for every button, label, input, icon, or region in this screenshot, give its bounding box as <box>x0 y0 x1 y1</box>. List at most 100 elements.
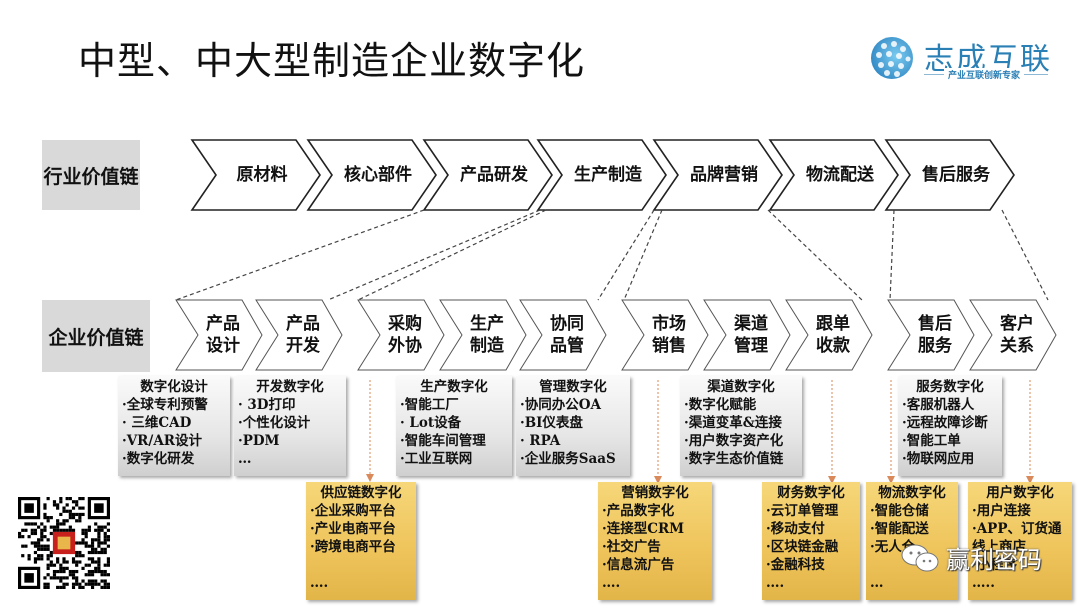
dashed-connector <box>175 209 425 301</box>
box-item: · 3D打印 <box>238 397 296 413</box>
box-title: 物流数字化 <box>878 485 946 501</box>
watermark-text: 赢利密码 <box>946 546 1042 574</box>
dashed-connector <box>767 209 863 301</box>
dashed-connector <box>623 209 663 301</box>
stage-line-2: 销售 <box>652 336 686 356</box>
enterprise-stage-label: 渠道管理 <box>722 300 780 370</box>
enterprise-stage-label: 协同品管 <box>538 300 596 370</box>
watermark: 赢利密码 <box>900 540 1042 575</box>
industry-stage-label: 核心部件 <box>344 165 412 185</box>
box-item: ·个性化设计 <box>238 415 311 431</box>
box-item: ….. <box>972 575 995 591</box>
industry-chevron <box>536 139 667 211</box>
box-item: ·智能仓储 <box>870 503 929 519</box>
dashed-connector <box>889 209 895 301</box>
box-item: ·连接型CRM <box>602 521 685 537</box>
box-item: ·工业互联网 <box>400 451 473 467</box>
box-item: ·跨境电商平台 <box>310 539 396 555</box>
stage-line-1: 售后 <box>918 314 952 334</box>
qr-code[interactable] <box>18 497 110 589</box>
enterprise-chain-label: 企业价值链 <box>42 300 150 372</box>
box-item: … <box>870 575 884 591</box>
enterprise-chevron <box>357 299 445 371</box>
globe-icon <box>871 37 913 79</box>
enterprise-chevron <box>785 299 873 371</box>
digitalization-box: 生产数字化·智能工厂· Lot设备·智能车间管理·工业互联网 <box>396 376 512 476</box>
enterprise-chevron <box>703 299 791 371</box>
stage-line-2: 收款 <box>816 336 850 356</box>
digitalization-box: 数字化设计·全球专利预警· 三维CAD·VR/AR设计·数字化研发 <box>118 376 230 476</box>
box-item: … <box>238 451 252 467</box>
industry-chevron <box>652 139 783 211</box>
stage-line-1: 采购 <box>388 314 422 334</box>
box-title: 财务数字化 <box>777 485 845 501</box>
box-item: ·金融科技 <box>766 557 825 573</box>
enterprise-stage-label: 采购外协 <box>376 300 434 370</box>
dashed-connector <box>1001 209 1049 301</box>
stage-line-1: 生产 <box>470 314 504 334</box>
enterprise-chevron <box>969 299 1057 371</box>
stage-line-1: 产品 <box>206 314 240 334</box>
box-item: ·区块链金融 <box>766 539 839 555</box>
box-item: ·信息流广告 <box>602 557 675 573</box>
box-item: ·云订单管理 <box>766 503 839 519</box>
box-item: ·智能工厂 <box>400 397 459 413</box>
box-item: ·智能车间管理 <box>400 433 486 449</box>
logo-tagline: 产业互联创新专家 <box>944 68 1025 81</box>
box-item: …. <box>766 575 785 591</box>
enterprise-stage-label: 产品设计 <box>194 300 252 370</box>
digitalization-box-highlight: 供应链数字化·企业采购平台·产业电商平台·跨境电商平台…. <box>306 482 416 600</box>
box-item: ·客服机器人 <box>902 397 975 413</box>
stage-line-1: 跟单 <box>816 314 850 334</box>
enterprise-stage-label: 产品开发 <box>274 300 332 370</box>
box-title: 营销数字化 <box>621 485 689 501</box>
box-item: ·智能工单 <box>902 433 961 449</box>
box-title: 供应链数字化 <box>320 485 402 501</box>
box-item: ·数字化研发 <box>122 451 195 467</box>
enterprise-stage-label: 售后服务 <box>906 300 964 370</box>
industry-stage-label: 产品研发 <box>460 165 528 185</box>
enterprise-stage-label: 跟单收款 <box>804 300 862 370</box>
box-item: ·小程序 <box>972 557 1018 573</box>
industry-chevron <box>306 139 437 211</box>
enterprise-chevron <box>887 299 975 371</box>
industry-stage-label: 原材料 <box>236 165 288 185</box>
industry-chevron <box>884 139 1015 211</box>
enterprise-stage-label: 客户关系 <box>988 300 1046 370</box>
enterprise-stage-label: 生产制造 <box>458 300 516 370</box>
box-item: ·远程故障诊断 <box>902 415 988 431</box>
industry-stage-label: 售后服务 <box>922 165 990 185</box>
box-item: ·用户数字资产化 <box>684 433 784 449</box>
stage-line-1: 市场 <box>652 314 686 334</box>
stage-line-2: 品管 <box>550 336 584 356</box>
industry-stage-label: 品牌营销 <box>690 165 758 185</box>
stage-line-2: 关系 <box>1000 336 1034 356</box>
industry-chain-label: 行业价值链 <box>42 140 140 210</box>
box-item: ·物联网应用 <box>902 451 975 467</box>
digitalization-box-highlight: 营销数字化·产品数字化·连接型CRM·社交广告·信息流广告…. <box>598 482 712 600</box>
stage-line-2: 制造 <box>470 336 504 356</box>
stage-line-1: 客户 <box>1000 314 1034 334</box>
stage-line-2: 外协 <box>388 336 422 356</box>
industry-chevron <box>768 139 899 211</box>
box-item: ·渠道变革&连接 <box>684 415 782 431</box>
box-title: 生产数字化 <box>420 379 488 395</box>
digitalization-box: 渠道数字化·数字化赋能·渠道变革&连接·用户数字资产化·数字生态价值链 <box>680 376 802 476</box>
box-item: ·PDM <box>238 433 280 449</box>
box-item: ·VR/AR设计 <box>122 433 203 449</box>
digitalization-box: 服务数字化 ·客服机器人 ·远程故障诊断 ·智能工单 ·物联网应用 <box>898 376 1002 476</box>
enterprise-chevron <box>255 299 343 371</box>
stage-line-2: 设计 <box>206 336 240 356</box>
industry-stage-label: 物流配送 <box>806 165 874 185</box>
box-title: 渠道数字化 <box>707 379 775 395</box>
enterprise-chevron <box>519 299 607 371</box>
box-item: ·产业电商平台 <box>310 521 396 537</box>
industry-chevron <box>422 139 553 211</box>
digitalization-box-highlight: 用户数字化·用户连接·APP、订货通 线上商店·小程序….. <box>968 482 1072 600</box>
box-item: ·企业采购平台 <box>310 503 396 519</box>
box-title: 服务数字化 <box>916 379 984 395</box>
box-item: ·全球专利预警 <box>122 397 208 413</box>
box-item: · 三维CAD <box>122 415 192 431</box>
enterprise-chevron <box>621 299 709 371</box>
